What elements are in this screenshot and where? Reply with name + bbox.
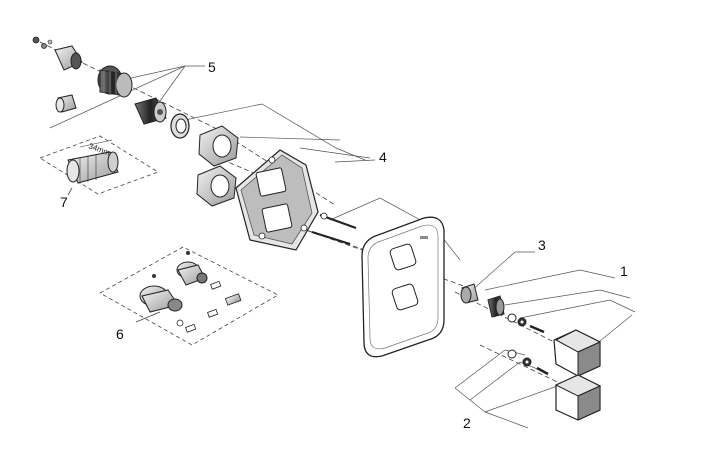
sleeve-nuts bbox=[196, 125, 239, 207]
part-6-box bbox=[99, 246, 279, 346]
part-2-components bbox=[507, 349, 602, 421]
callout-7-leader bbox=[67, 187, 73, 196]
callout-2: 2 bbox=[463, 415, 471, 431]
part-7-cartridge: 34mm bbox=[66, 139, 119, 184]
callout-5: 5 bbox=[208, 59, 216, 75]
callout-7: 7 bbox=[60, 194, 68, 210]
callout-4: 4 bbox=[379, 149, 387, 165]
part-5-components bbox=[32, 36, 190, 139]
mounting-screws bbox=[300, 212, 357, 245]
part-3-adapter bbox=[460, 283, 505, 318]
callout-3: 3 bbox=[538, 237, 546, 253]
part-1-components bbox=[507, 313, 602, 377]
callout-1: 1 bbox=[620, 263, 628, 279]
part-6-cartridges bbox=[139, 251, 242, 333]
callout-labels: 5 4 3 1 6 7 2 bbox=[60, 59, 628, 431]
mounting-bracket bbox=[235, 149, 319, 251]
callout-6: 6 bbox=[116, 326, 124, 342]
callout-6-leader bbox=[135, 311, 161, 323]
cover-plate bbox=[361, 216, 445, 358]
